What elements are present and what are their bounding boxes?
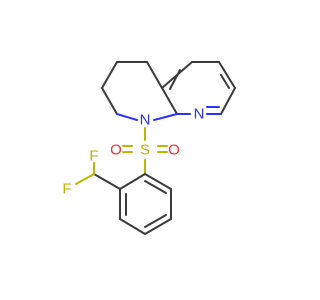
- atom-o1-label: O: [110, 142, 122, 159]
- bond-ar-chf2: [93, 173, 121, 190]
- pyridine-ring: [161, 61, 236, 115]
- bond-ar-4: [144, 218, 172, 235]
- bond-c5-c6: [218, 61, 236, 89]
- bond-c8a-c4a: [161, 87, 178, 115]
- bond-c3-c2: [101, 61, 118, 89]
- atom-f1-label: F: [89, 148, 98, 165]
- bond-ar-6: [144, 173, 172, 190]
- bond-aromatic-inner: [169, 69, 181, 90]
- molecule-canvas: N N S O O F F: [62, 61, 236, 235]
- atom-f2-label: F: [62, 181, 71, 198]
- difluoromethyl-group: [75, 162, 121, 190]
- bond-c1-n1: [116, 113, 138, 121]
- atom-o2-label: O: [168, 142, 180, 159]
- atom-n1-label: N: [140, 112, 151, 129]
- bond-c5-c6-inner: [220, 74, 230, 89]
- bond-c-f2: [75, 173, 95, 185]
- atom-s-label: S: [140, 142, 150, 159]
- bond-c6-c7: [220, 87, 236, 115]
- bond-c4a-c4: [146, 61, 163, 89]
- bond-c2-c1: [101, 87, 118, 115]
- sulfonyl-group: [122, 127, 168, 175]
- tetrahydro-ring: [101, 61, 178, 121]
- atom-n8-label: N: [194, 106, 205, 123]
- bond-n1-c8a: [153, 113, 178, 121]
- bond-ar-3: [119, 218, 146, 235]
- bond-ar-6-inner: [144, 180, 167, 194]
- bond-ar-1: [119, 173, 146, 190]
- molecule-structure: N N S O O F F: [62, 61, 236, 235]
- bond-ar-4-inner: [144, 214, 167, 228]
- benzene-ring: [119, 173, 172, 235]
